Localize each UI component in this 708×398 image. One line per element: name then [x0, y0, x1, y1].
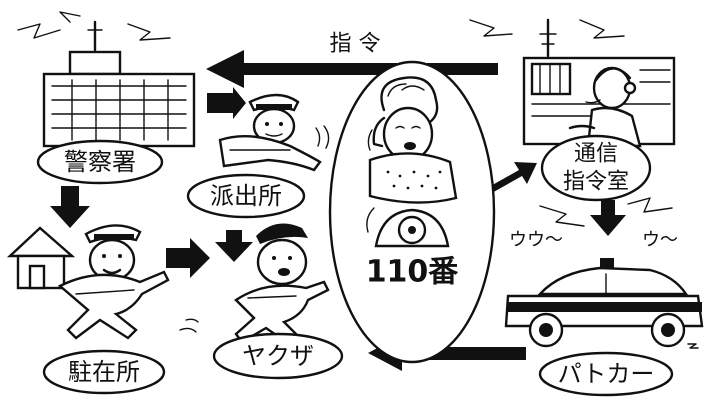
comm-room-building-icon [469, 18, 676, 146]
yakuza-label: ヤクザ [242, 342, 314, 370]
arrow-caller-to-comm-room [487, 162, 537, 194]
patrol-car-icon [504, 258, 704, 349]
police-station-label-bubble: 警察署 [36, 139, 164, 185]
police-station-label: 警察署 [64, 148, 136, 176]
comm-room-label-bubble: 通信 指令室 [540, 134, 652, 202]
residential-officer-running-icon [57, 224, 170, 340]
comm-room-label-line2: 指令室 [563, 170, 629, 195]
patrol-car-label: パトカー [558, 360, 655, 388]
arrow-police-station-to-post [50, 186, 90, 228]
yakuza-label-bubble: ヤクザ [212, 332, 344, 380]
patrol-car-label-bubble: パトカー [538, 351, 674, 397]
residential-post-label-bubble: 駐在所 [42, 349, 166, 395]
rotary-telephone-icon [366, 207, 450, 248]
arrow-police-box-to-yakuza [215, 230, 253, 262]
command-label: 指 令 [330, 32, 381, 57]
police-box-label-bubble: 派出所 [186, 173, 306, 219]
siren-sound-left: ウウ〜 [509, 230, 563, 251]
caller-woman-icon [367, 76, 458, 204]
arrow-comm-room-to-patrol-car [590, 200, 626, 236]
residential-post-house-icon [6, 226, 76, 290]
siren-lightning-icon [539, 197, 673, 227]
residential-post-label: 駐在所 [68, 358, 140, 386]
comm-room-label-line1: 通信 [574, 142, 618, 167]
police-box-officer-icon [218, 93, 330, 172]
arrow-post-to-yakuza [166, 238, 210, 278]
emergency-number-label: 110番 [366, 255, 460, 290]
siren-sound-right: ウ〜 [642, 230, 678, 251]
police-station-building-icon [17, 11, 196, 148]
arrow-to-police-box [207, 87, 246, 119]
police-box-label: 派出所 [210, 182, 282, 210]
yakuza-running-icon [179, 223, 330, 348]
